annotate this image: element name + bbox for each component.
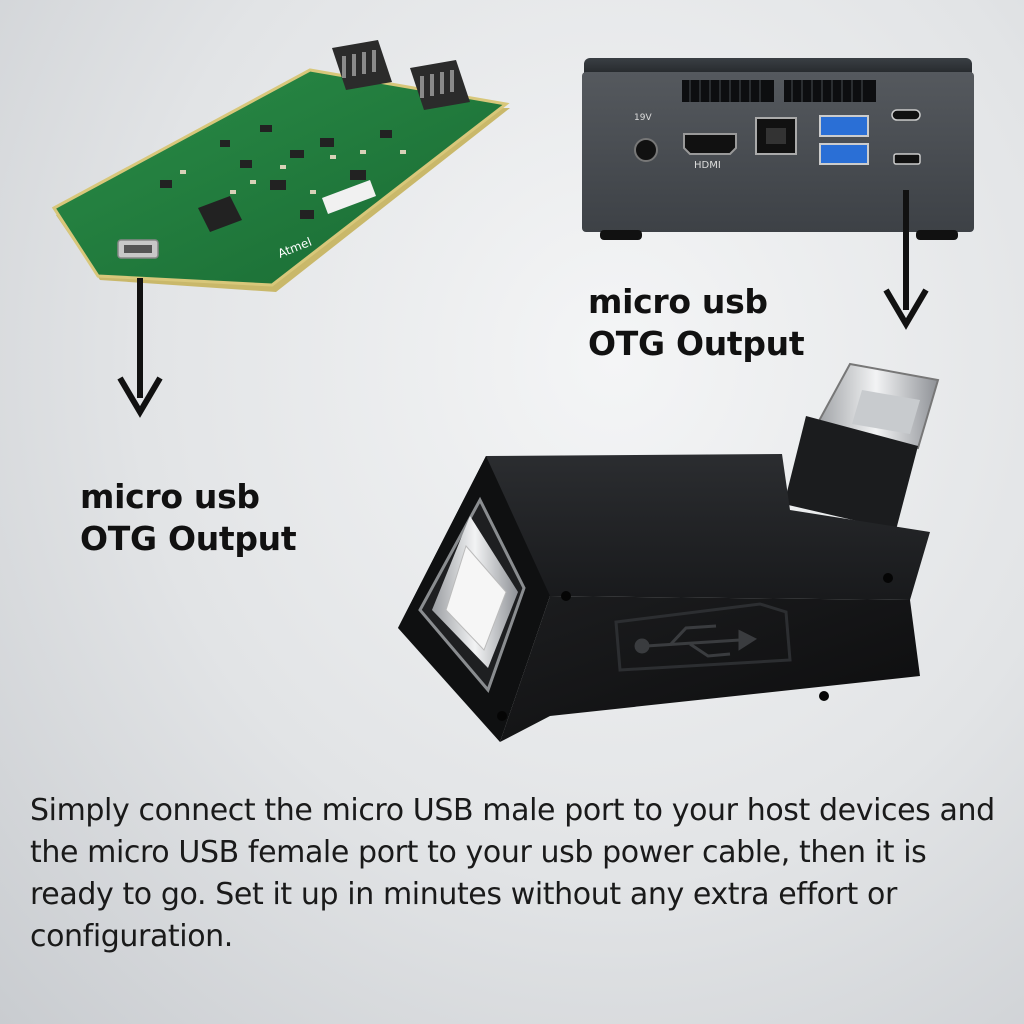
- power-label: 19V: [634, 113, 652, 123]
- product-description: Simply connect the micro USB male port t…: [30, 793, 995, 954]
- mini-pc-image: 19V HDMI: [580, 58, 976, 244]
- hdmi-label: HDMI: [694, 160, 721, 171]
- right-label-line1: micro usb: [588, 282, 768, 321]
- down-arrow-icon-left: [114, 278, 166, 418]
- usb-logo-icon: [634, 624, 758, 658]
- right-label-line2: OTG Output: [588, 324, 805, 363]
- left-label-line2: OTG Output: [80, 519, 297, 558]
- left-label-line1: micro usb: [80, 477, 260, 516]
- circuit-board-image: Atmel: [40, 30, 530, 310]
- otg-adapter-image: [390, 360, 950, 750]
- left-otg-label: micro usb OTG Output: [80, 476, 297, 560]
- down-arrow-icon-right: [880, 190, 932, 330]
- right-otg-label: micro usb OTG Output: [588, 281, 805, 365]
